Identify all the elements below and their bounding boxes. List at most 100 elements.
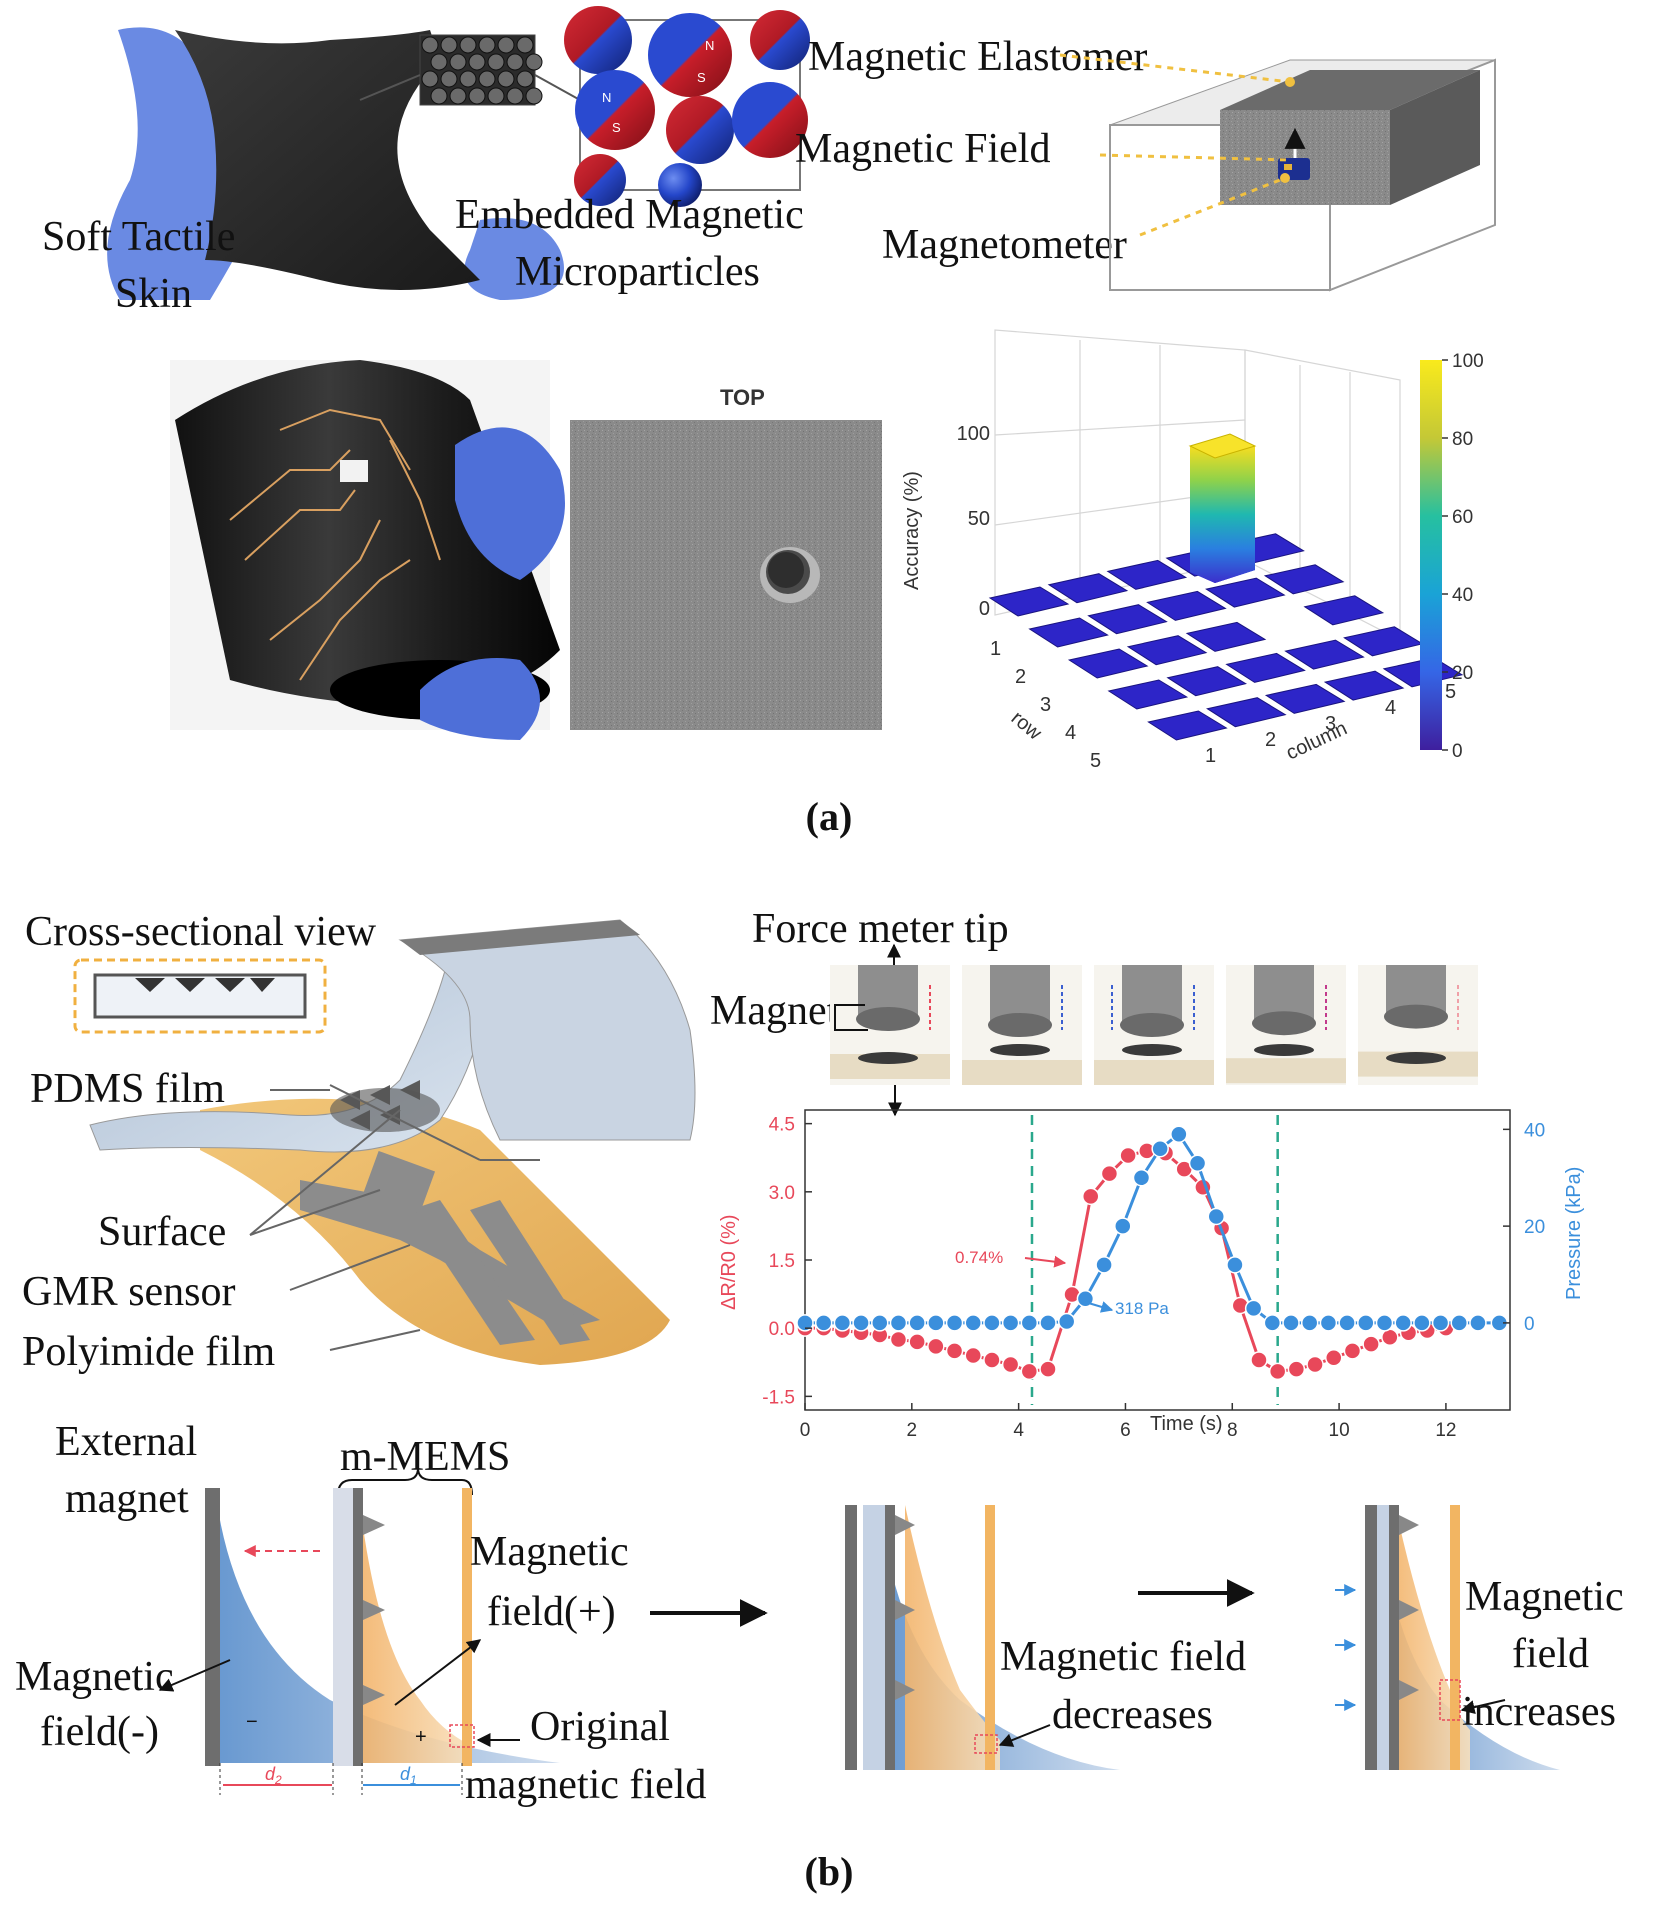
d1-label: d1 [400, 1764, 417, 1787]
magnet-disc [1122, 1044, 1182, 1056]
pressure-point [1338, 1314, 1356, 1332]
pressure-point [1319, 1314, 1338, 1332]
microparticle-inset [359, 34, 581, 106]
accuracy-tile [1303, 595, 1385, 626]
accuracy-tile [1047, 573, 1129, 604]
field-neg-label-2: field(-) [40, 1709, 159, 1755]
pressure-point [1170, 1125, 1188, 1143]
pressure-point [983, 1314, 1001, 1332]
resistance-point [1306, 1355, 1324, 1374]
pressure-point [1057, 1312, 1076, 1331]
column-axis-label: column [1283, 717, 1351, 764]
accuracy-tile [988, 586, 1070, 617]
accuracy-tile [1107, 679, 1189, 710]
y-right-tick: 40 [1524, 1120, 1545, 1141]
x-tick: 2 [907, 1420, 918, 1441]
pole-n-label: N [705, 38, 714, 53]
accuracy-tile [1147, 710, 1228, 741]
y-right-tick: 20 [1524, 1217, 1545, 1238]
cross-section-inset [73, 958, 327, 1034]
pressure-point [1095, 1256, 1113, 1274]
peak-bar-side [1215, 446, 1255, 583]
soft-skin-label-1: Soft Tactile [42, 214, 235, 260]
pressure-point [1263, 1314, 1282, 1332]
pressure-point [1226, 1256, 1244, 1274]
ext-magnet-label-1: External [55, 1419, 197, 1465]
column-tick: 1 [1205, 745, 1216, 767]
resistance-point [945, 1342, 964, 1360]
pressure-point [833, 1314, 852, 1332]
top-view-label: TOP [720, 385, 765, 410]
z-axis-label: Accuracy (%) [901, 471, 923, 590]
pressure-point [964, 1314, 982, 1332]
cross-section-label: Cross-sectional view [25, 909, 377, 955]
field-pos-label-1: Magnetic [470, 1529, 629, 1575]
accuracy-tile [1263, 564, 1345, 595]
x-tick: 8 [1227, 1420, 1238, 1441]
pressure-point [889, 1314, 908, 1332]
decreases-label-1: Magnetic field [1000, 1634, 1246, 1680]
plus-sign: + [415, 1726, 427, 1748]
pressure-point [814, 1314, 833, 1332]
accuracy-tile [1166, 666, 1247, 697]
y-left-tick: -1.5 [762, 1387, 795, 1408]
d2-label: d2 [265, 1764, 282, 1787]
annotation-pressure: 318 Pa [1115, 1299, 1169, 1318]
cylinder-photo [170, 360, 565, 740]
x-tick: 4 [1013, 1420, 1024, 1441]
row-tick: 3 [1040, 694, 1051, 716]
accuracy-tile [1264, 683, 1346, 714]
y-right-label: Pressure (kPa) [1563, 1167, 1585, 1300]
accuracy-tile [1185, 621, 1267, 652]
magnet-disc [858, 1052, 918, 1064]
magnet-disc [1386, 1052, 1446, 1064]
column-tick: 2 [1265, 729, 1276, 751]
resistance-point [1250, 1351, 1268, 1369]
field-label: Magnetic Field [795, 126, 1050, 172]
x-tick: 12 [1435, 1420, 1456, 1441]
pole-s-label: S [697, 70, 706, 85]
field-schematic-decrease: Magnetic field decreases [845, 1505, 1255, 1770]
panel-a: N S N S Soft Tactile Skin Embedded Magne… [42, 6, 1496, 839]
colorbar [1420, 360, 1442, 750]
pressure-point [1132, 1168, 1151, 1187]
original-label-1: Original [530, 1704, 670, 1750]
field-schematic-main: External magnet m-MEMS − + d2 [15, 1419, 768, 1808]
pressure-point [871, 1314, 889, 1332]
pressure-point [1375, 1314, 1394, 1332]
pressure-point [852, 1314, 870, 1332]
accuracy-tile [1225, 652, 1306, 683]
field-neg-label-1: Magnetic [15, 1654, 174, 1700]
panel-a-caption: (a) [806, 794, 853, 839]
field-schematic-increase: Magnetic field increases [1335, 1505, 1624, 1770]
resistance-point [1325, 1348, 1343, 1367]
pressure-point [1450, 1314, 1469, 1332]
resistance-point [927, 1337, 945, 1356]
pdms-label: PDMS film [30, 1066, 225, 1112]
pressure-point [1469, 1314, 1487, 1332]
resistance-point [1362, 1335, 1380, 1353]
resistance-point [889, 1330, 908, 1349]
pressure-point [1001, 1314, 1020, 1332]
z-tick-100: 100 [957, 423, 990, 445]
resistance-point [1001, 1355, 1020, 1374]
force-tip-label: Force meter tip [752, 906, 1009, 952]
resistance-point [1268, 1362, 1287, 1381]
pole-n-label-2: N [602, 90, 611, 105]
field-pos-label-2: field(+) [487, 1589, 616, 1635]
colorbar-tick: 80 [1452, 429, 1473, 450]
pressure-point [1413, 1314, 1431, 1332]
gmr-label: GMR sensor [22, 1269, 236, 1315]
pressure-point [1282, 1314, 1300, 1332]
pressure-point [1431, 1314, 1450, 1332]
ext-magnet-label-2: magnet [65, 1476, 189, 1522]
colorbar-tick: 0 [1452, 741, 1463, 762]
y-left-tick: 3.0 [769, 1183, 795, 1204]
pressure-point [1244, 1299, 1263, 1318]
minus-sign: − [246, 1711, 258, 1733]
pressure-point [1188, 1154, 1207, 1172]
elastomer-block [1059, 53, 1496, 292]
increases-label-1: Magnetic [1465, 1574, 1624, 1620]
